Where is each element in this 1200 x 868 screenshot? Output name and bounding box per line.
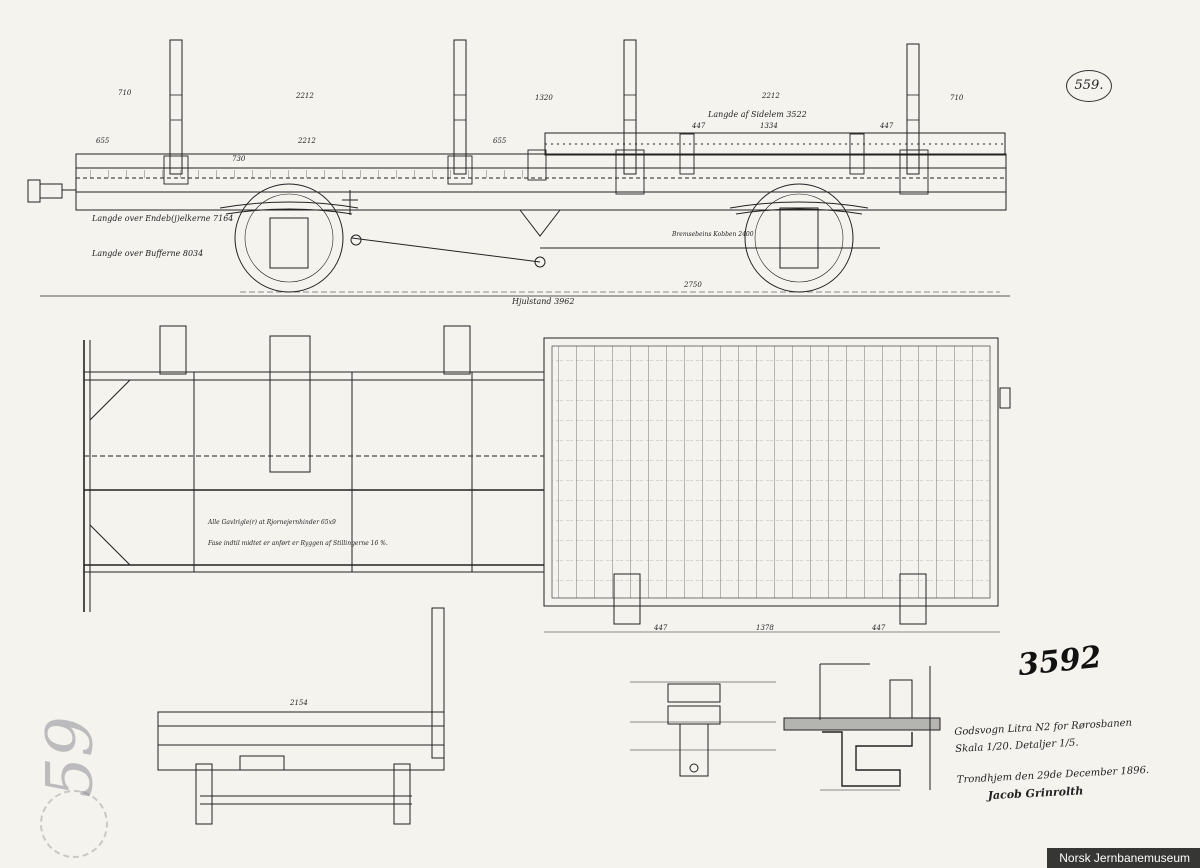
note-1: Alle Gavlrigle(r) at Rjornejernhinder 65… [207,519,336,526]
side-dimensions: 710 2212 1320 2212 710 655 730 2212 655 … [96,89,964,289]
stake [906,43,920,175]
title-block: Godsvogn Litra N2 for Rørosbanen Skala 1… [954,716,1149,806]
stake [623,39,637,175]
dim: 655 [493,137,507,145]
left-buffer [27,179,63,203]
plan-notes: Alle Gavlrigle(r) at Rjornejernhinder 65… [207,519,388,547]
end-section-view [157,607,445,825]
right-wheel [744,183,854,293]
plan-view [83,325,1011,633]
floor-planking [543,337,999,607]
dim: 2154 [289,699,308,707]
end-beam [157,711,445,771]
sole-bar [75,153,1007,211]
buffer-length-label: Langde over Bufferne 8034 [91,249,203,258]
side-height-label: Langde af Sidelem 3522 [707,110,807,119]
dim: 710 [118,89,132,97]
dim: 2750 [683,281,702,289]
wheelbase-label: Hjulstand 3962 [511,297,574,306]
frame-length-label: Langde over Endeb(j)elkerne 7164 [91,214,233,223]
dim: 1320 [535,94,553,102]
dim: 2212 [295,92,314,100]
dim: 2212 [297,137,316,145]
pencil-mark: 59 [33,716,108,798]
section-dimensions: 2154 [289,699,308,707]
brake-label: Bremsebeins Kobben 2400 [671,231,754,238]
dim: 447 [691,122,706,130]
dim: 2212 [761,92,780,100]
dim: 447 [871,624,886,632]
museum-credit: Norsk Jernbanemuseum [1047,848,1200,868]
dim: 710 [950,94,964,102]
note-2: Fase indtil midtet er anført er Ryggen a… [207,540,388,547]
dim: 447 [879,122,894,130]
dim: 655 [96,137,110,145]
dim: 1334 [760,122,778,130]
side-labels: Langde af Sidelem 3522 Langde over Endeb… [91,110,807,306]
detail-views [630,663,941,791]
side-elevation [27,39,1010,297]
plan-dimensions: 447 1378 447 [653,624,886,632]
dim: 447 [653,624,668,632]
left-wheel [234,183,344,293]
dim: 1378 [756,624,774,632]
dim: 730 [232,155,246,163]
decorative-gear-mark [40,790,108,858]
sheet-number-stamp: 559. [1066,70,1112,102]
